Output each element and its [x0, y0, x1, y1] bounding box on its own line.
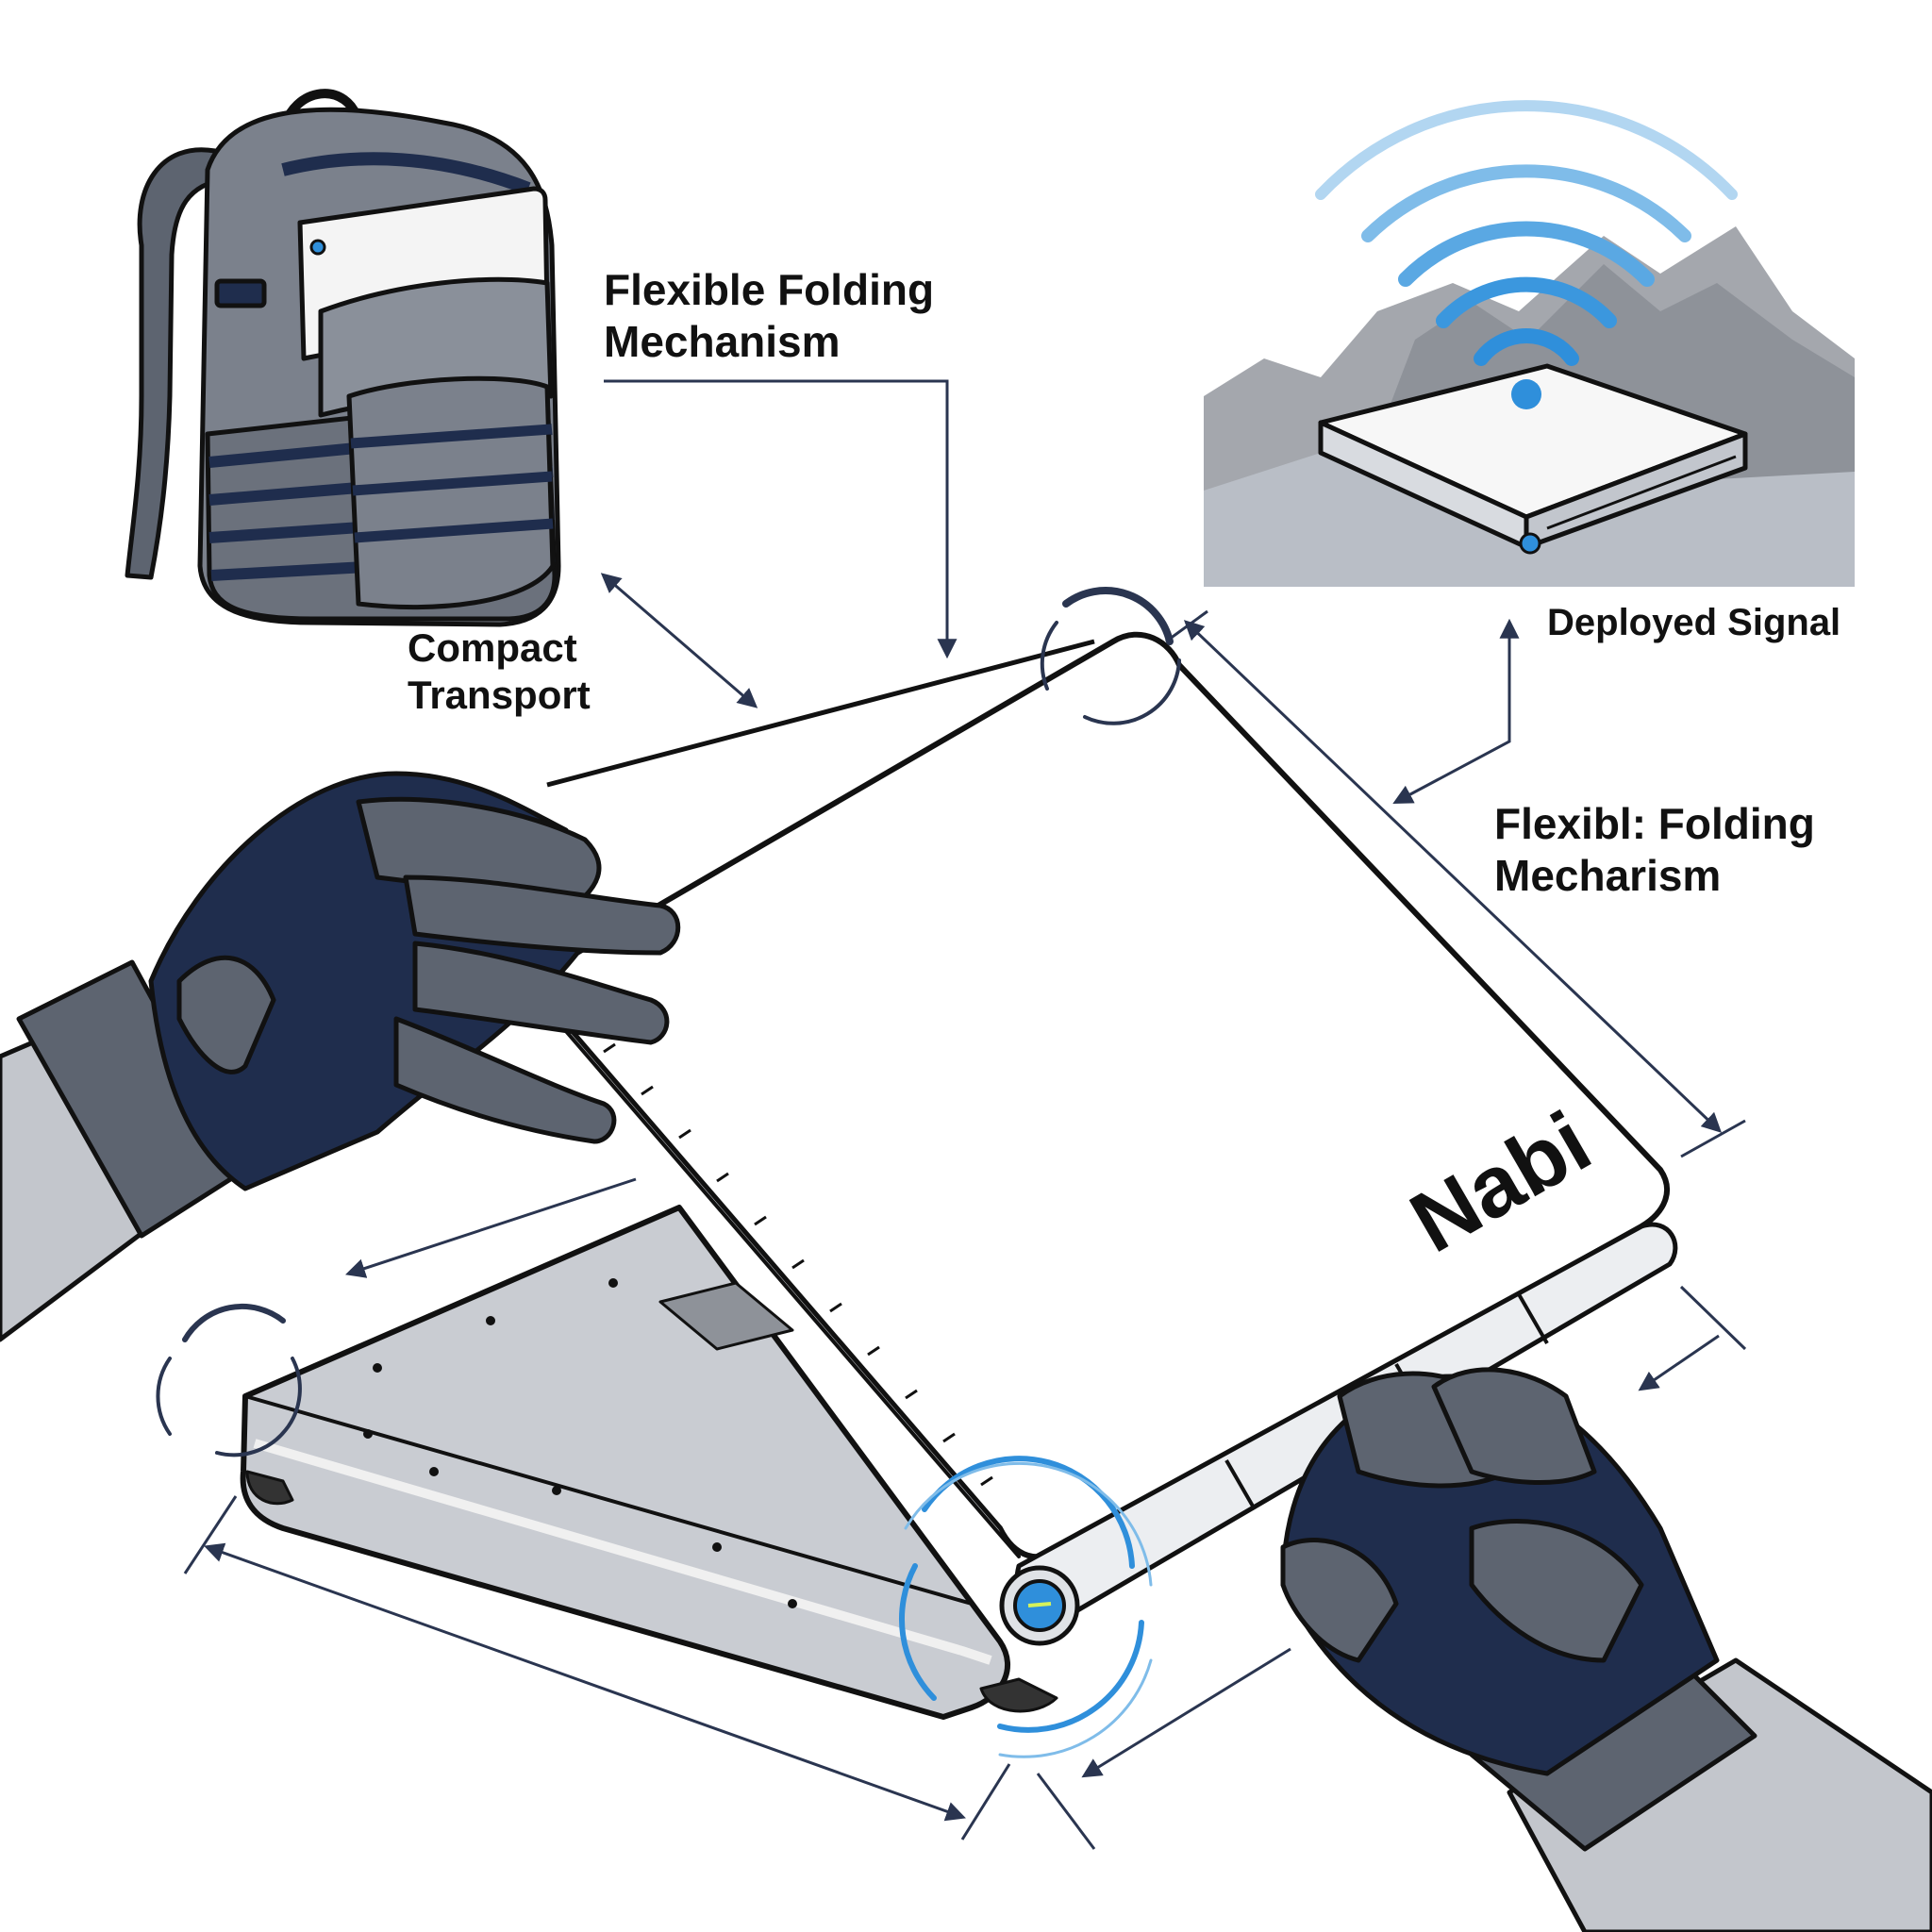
device-lid [525, 631, 1671, 1560]
power-button-icon [999, 1565, 1080, 1646]
label-deployed-signal: Deployed Signal [1547, 600, 1840, 645]
backpack [125, 89, 561, 627]
label-line: Flexibl: Folding [1494, 799, 1815, 848]
deployed-device [1318, 363, 1748, 555]
vent-strip [565, 1000, 993, 1487]
label-flexible-folding-top: Flexible Folding Mechanism [604, 264, 934, 368]
folding-top-pointer [604, 379, 958, 659]
callout-lines [183, 379, 1747, 1850]
wifi-signal-icon [1315, 100, 1738, 409]
lid-length-arrow [1183, 620, 1723, 1133]
right-hand [1280, 1367, 1932, 1932]
left-hand [0, 771, 681, 1342]
label-line: Compact [408, 625, 577, 670]
base-length-arrow [204, 1542, 966, 1822]
label-line: Flexible Folding [604, 265, 935, 314]
label-line: Transport [408, 673, 591, 718]
hinge-depth-arrow [1638, 1334, 1720, 1391]
transport-arrow [600, 573, 758, 708]
base-depth-arrow [1081, 1647, 1291, 1778]
base-width-arrow [345, 1177, 637, 1278]
signal-pointer [1392, 618, 1520, 804]
label-flexible-folding-right: Flexibl: Folding Mecharism [1494, 798, 1815, 902]
label-line: Deployed Signal [1547, 602, 1841, 643]
deployed-scene [1204, 100, 1855, 587]
label-line: Mechanism [604, 317, 841, 367]
label-line: Mecharism [1494, 851, 1722, 901]
label-compact-transport: Compact Transport [408, 625, 591, 720]
